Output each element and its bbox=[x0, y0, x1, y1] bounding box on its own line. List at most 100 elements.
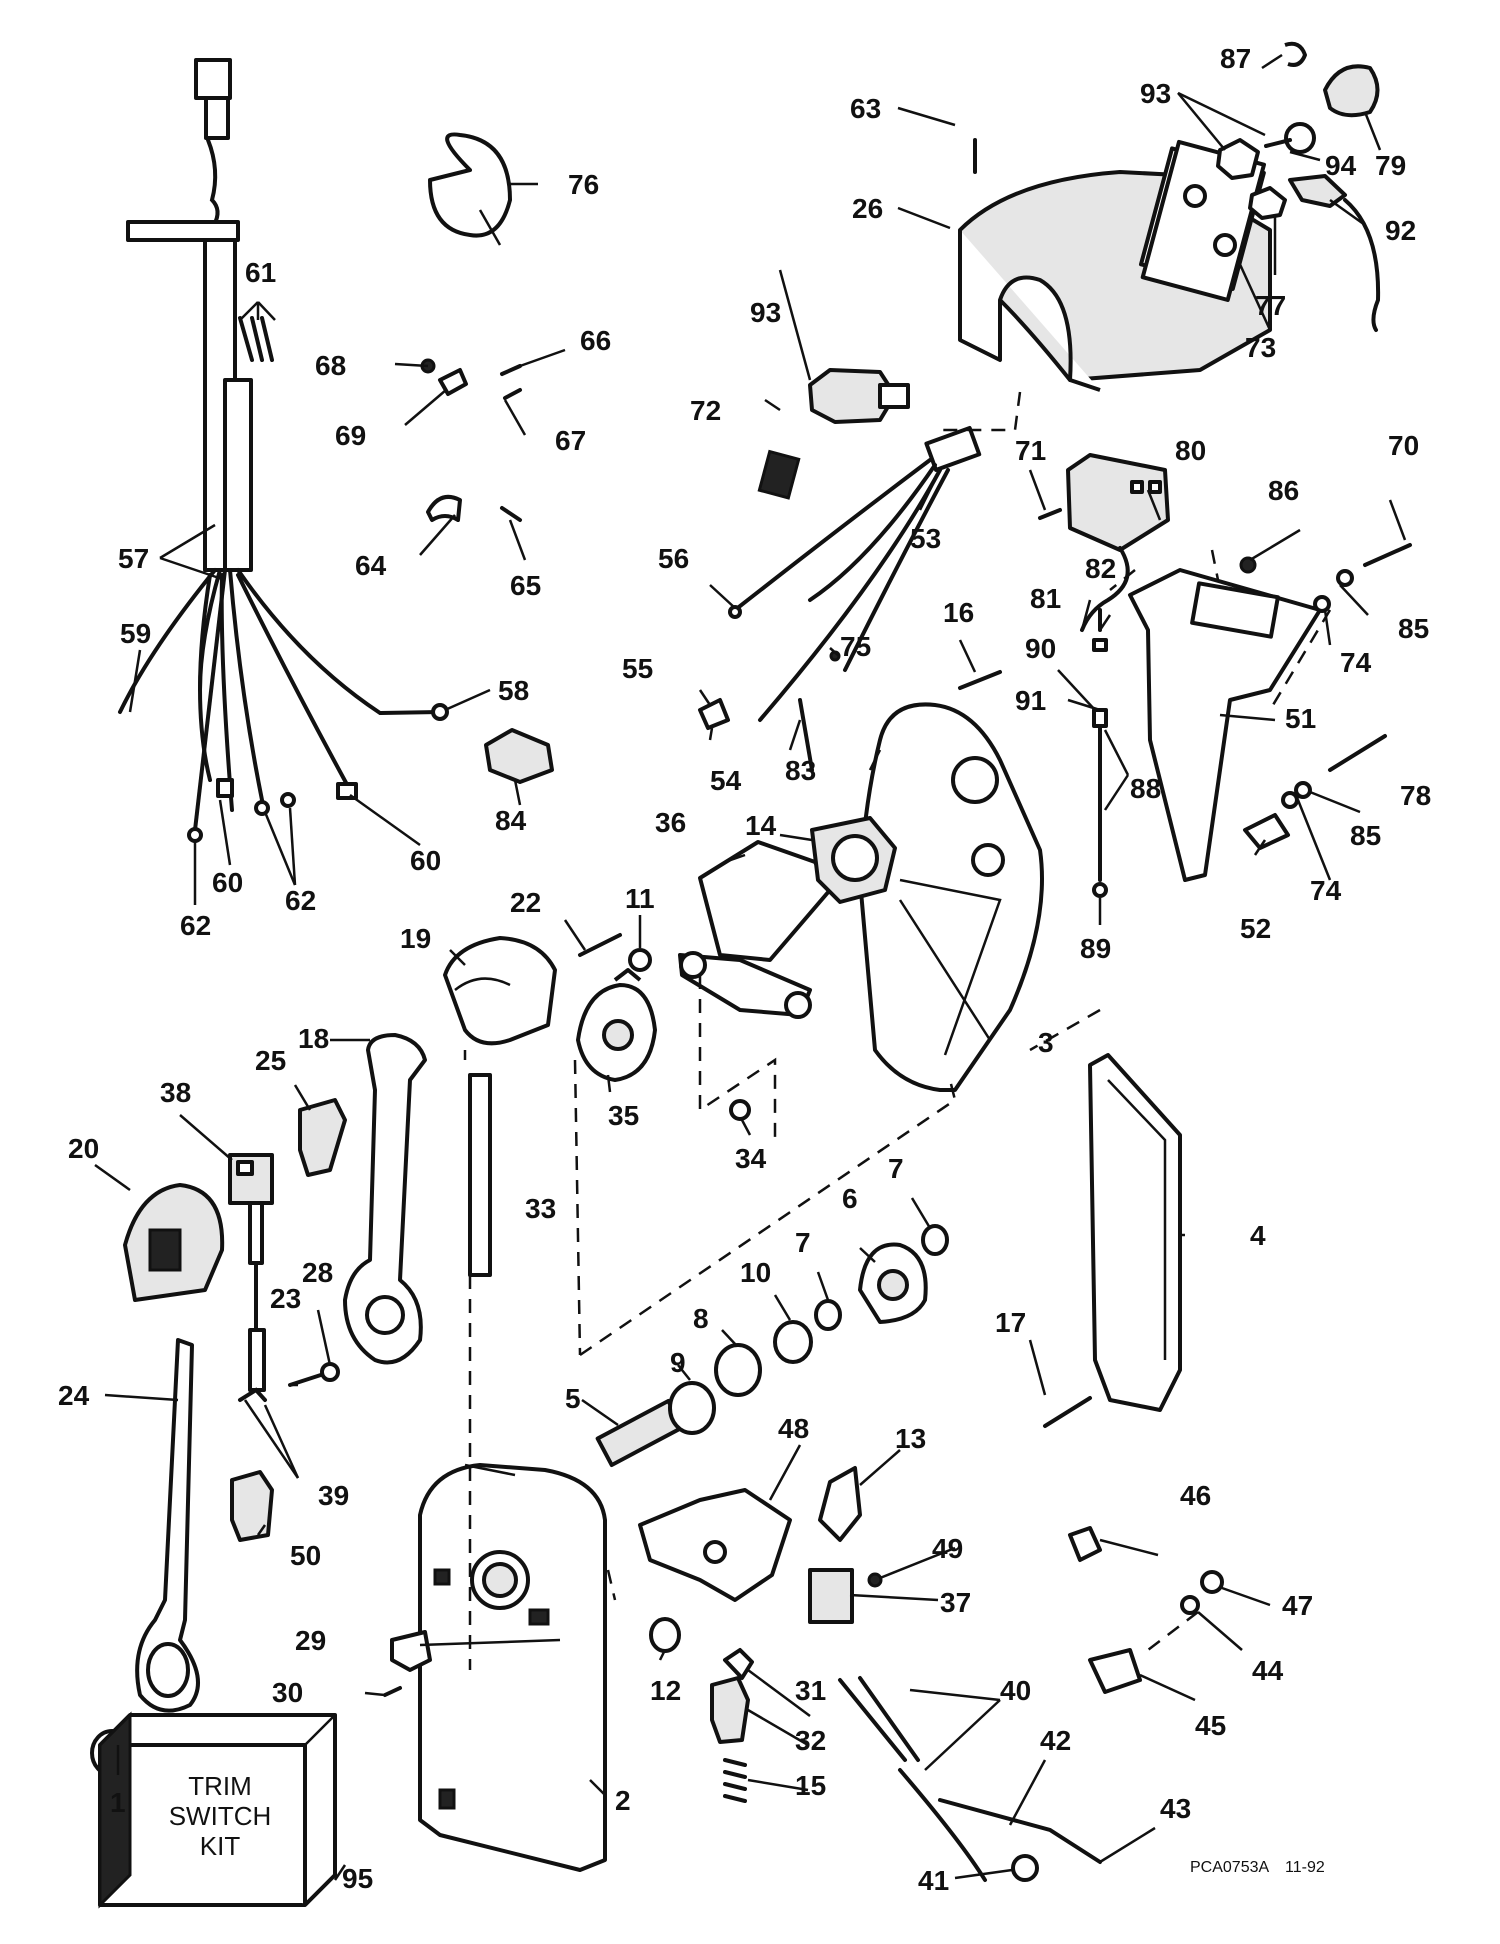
label-13: 13 bbox=[895, 1423, 926, 1454]
label-63: 63 bbox=[850, 93, 881, 124]
bolt-17 bbox=[1043, 1396, 1092, 1428]
bracket-51 bbox=[1128, 568, 1322, 882]
cover-4 bbox=[1088, 1053, 1182, 1412]
label-56: 56 bbox=[658, 543, 689, 574]
label-18: 18 bbox=[298, 1023, 329, 1054]
label-80: 80 bbox=[1175, 435, 1206, 466]
clamp-45 bbox=[1088, 1648, 1142, 1694]
label-93-switch: 93 bbox=[750, 297, 781, 328]
label-70: 70 bbox=[1388, 430, 1419, 461]
leader-lines bbox=[94, 53, 1407, 1881]
part-labels: 63 87 93 79 94 92 77 73 26 93 76 61 68 6… bbox=[58, 43, 1431, 1896]
drawing-code: PCA0753A bbox=[1190, 1859, 1269, 1876]
label-68: 68 bbox=[315, 350, 346, 381]
label-3: 3 bbox=[1038, 1027, 1054, 1058]
bracket-29 bbox=[390, 1630, 432, 1672]
label-71: 71 bbox=[1015, 435, 1046, 466]
label-6: 6 bbox=[842, 1183, 858, 1214]
ring-7-upper bbox=[921, 1224, 949, 1256]
label-34: 34 bbox=[735, 1143, 767, 1174]
label-44: 44 bbox=[1252, 1655, 1284, 1686]
strip-33 bbox=[468, 1073, 492, 1277]
arm-13 bbox=[818, 1466, 862, 1542]
spring-15 bbox=[723, 1758, 747, 1803]
label-49: 49 bbox=[932, 1533, 963, 1564]
switch-38 bbox=[228, 1153, 274, 1402]
hardware-70-78-85-86 bbox=[1239, 543, 1412, 809]
label-28: 28 bbox=[302, 1257, 333, 1288]
label-15: 15 bbox=[795, 1770, 826, 1801]
cover-19 bbox=[443, 936, 557, 1046]
drawing-date: 11-92 bbox=[1285, 1859, 1325, 1876]
label-35: 35 bbox=[608, 1100, 639, 1131]
label-76: 76 bbox=[568, 169, 599, 200]
label-8: 8 bbox=[693, 1303, 709, 1334]
label-51: 51 bbox=[1285, 703, 1316, 734]
label-83: 83 bbox=[785, 755, 816, 786]
label-5: 5 bbox=[565, 1383, 581, 1414]
label-46: 46 bbox=[1180, 1480, 1211, 1511]
label-94: 94 bbox=[1325, 150, 1357, 181]
label-92: 92 bbox=[1385, 215, 1416, 246]
label-82: 82 bbox=[1085, 553, 1116, 584]
label-54: 54 bbox=[710, 765, 742, 796]
small-hardware-64-69 bbox=[420, 358, 522, 522]
label-75: 75 bbox=[840, 631, 871, 662]
label-10: 10 bbox=[740, 1257, 771, 1288]
label-88: 88 bbox=[1130, 773, 1161, 804]
nut-47 bbox=[1200, 1570, 1224, 1594]
leads-40-43 bbox=[838, 1676, 1102, 1882]
label-26: 26 bbox=[852, 193, 883, 224]
label-86: 86 bbox=[1268, 475, 1299, 506]
label-77: 77 bbox=[1255, 290, 1286, 321]
bolt-16 bbox=[958, 670, 1002, 690]
cam-6 bbox=[858, 1242, 928, 1324]
label-90: 90 bbox=[1025, 633, 1056, 664]
wiring-harness bbox=[118, 58, 449, 843]
label-78: 78 bbox=[1400, 780, 1431, 811]
plate-48 bbox=[638, 1488, 792, 1602]
washer-44 bbox=[1180, 1595, 1200, 1615]
label-31: 31 bbox=[795, 1675, 826, 1706]
fitting-84 bbox=[484, 728, 554, 784]
housing-3 bbox=[858, 702, 1044, 1092]
screw-30 bbox=[383, 1686, 402, 1697]
label-81: 81 bbox=[1030, 583, 1061, 614]
label-36: 36 bbox=[655, 807, 686, 838]
kit-line-1: TRIM bbox=[188, 1771, 252, 1801]
label-57: 57 bbox=[118, 543, 149, 574]
label-20: 20 bbox=[68, 1133, 99, 1164]
rod-88 bbox=[1092, 608, 1108, 898]
label-93-top: 93 bbox=[1140, 78, 1171, 109]
label-4: 4 bbox=[1250, 1220, 1266, 1251]
label-91: 91 bbox=[1015, 685, 1046, 716]
kit-line-3: KIT bbox=[200, 1831, 241, 1861]
label-69: 69 bbox=[335, 420, 366, 451]
label-85-bottom: 85 bbox=[1350, 820, 1381, 851]
label-25: 25 bbox=[255, 1045, 286, 1076]
label-85-top: 85 bbox=[1398, 613, 1429, 644]
knob-20 bbox=[123, 1183, 225, 1302]
label-48: 48 bbox=[778, 1413, 809, 1444]
label-84: 84 bbox=[495, 805, 527, 836]
ignition-hardware bbox=[1216, 41, 1381, 332]
label-87: 87 bbox=[1220, 43, 1251, 74]
label-60-left: 60 bbox=[212, 867, 243, 898]
label-45: 45 bbox=[1195, 1710, 1226, 1741]
block-32 bbox=[710, 1676, 750, 1744]
label-41: 41 bbox=[918, 1865, 949, 1896]
cover-26 bbox=[958, 138, 1272, 392]
connector-50 bbox=[230, 1470, 274, 1542]
label-29: 29 bbox=[295, 1625, 326, 1656]
handle-24 bbox=[135, 1338, 200, 1713]
trim-switch-kit-box: TRIM SWITCH KIT bbox=[98, 1711, 337, 1909]
label-2: 2 bbox=[615, 1785, 631, 1816]
screw-22 bbox=[578, 933, 622, 957]
label-19: 19 bbox=[400, 923, 431, 954]
label-38: 38 bbox=[160, 1077, 191, 1108]
label-43: 43 bbox=[1160, 1793, 1191, 1824]
housing-2 bbox=[418, 1463, 607, 1872]
label-66: 66 bbox=[580, 325, 611, 356]
bushing-9 bbox=[668, 1381, 716, 1435]
